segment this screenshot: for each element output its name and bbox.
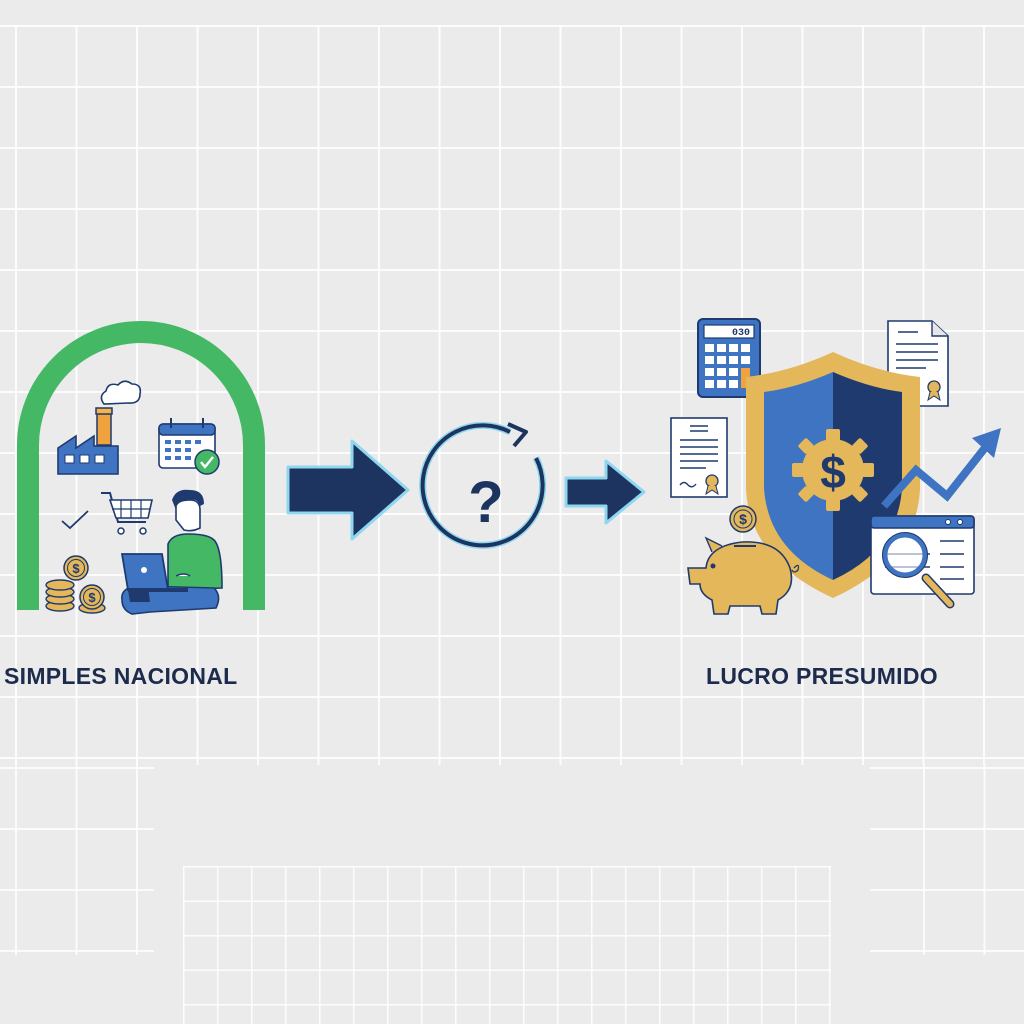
question-cycle-icon: ? <box>419 421 547 549</box>
background-grid-lower-left <box>0 765 154 955</box>
simples-nacional-label: SIMPLES NACIONAL <box>4 663 238 689</box>
background-grid-lower-right <box>870 765 1024 955</box>
arrow-right-small-icon <box>564 459 646 525</box>
svg-text:$: $ <box>88 590 96 605</box>
person-with-laptop <box>120 489 223 615</box>
piggy-bank-icon <box>687 536 800 615</box>
svg-text:?: ? <box>468 470 503 535</box>
svg-text:030: 030 <box>732 328 750 339</box>
arrow-right-large-icon <box>286 439 410 541</box>
shopping-cart-icon <box>101 492 153 535</box>
transition-illustration: ? <box>286 421 646 549</box>
background-grid-bottom <box>183 866 831 1024</box>
dollar-coin-icon: $ <box>63 555 89 581</box>
svg-text:$: $ <box>820 446 846 498</box>
checkmark-icon <box>61 510 89 530</box>
svg-text:$: $ <box>72 561 80 576</box>
calculator-icon: 030 <box>697 318 761 398</box>
trend-up-arrow-icon <box>881 428 1001 509</box>
dollar-coin-icon: $ <box>729 505 757 533</box>
cloud-icon <box>100 380 142 405</box>
coin-stack-icon <box>45 579 75 612</box>
lucro-presumido-label: LUCRO PRESUMIDO <box>706 663 938 689</box>
browser-magnifier-icon <box>870 515 975 609</box>
simples-nacional-illustration: $ $ <box>17 321 265 615</box>
lucro-presumido-illustration: 030 <box>670 318 1001 615</box>
dollar-coin-icon: $ <box>78 584 106 614</box>
calendar-check-icon <box>158 418 220 475</box>
green-arch <box>17 321 265 610</box>
factory-icon <box>57 407 119 475</box>
document-certificate-icon <box>670 417 728 498</box>
svg-text:$: $ <box>739 511 747 527</box>
